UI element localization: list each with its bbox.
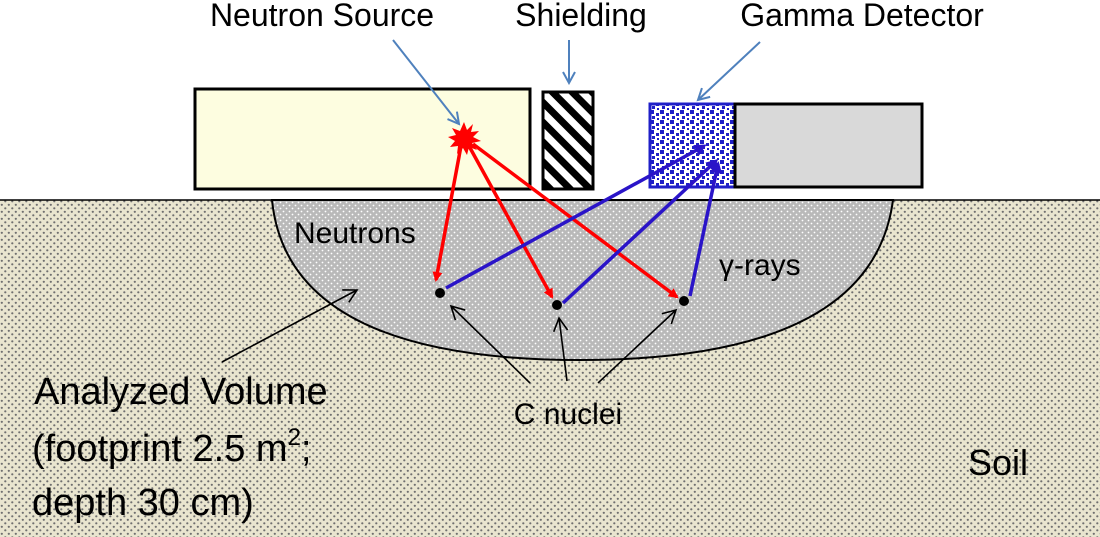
gamma-detector-label: Gamma Detector	[740, 0, 984, 33]
footprint-label-text: (footprint 2.5 m	[32, 428, 288, 470]
c-nuclei-pointer	[597, 308, 678, 384]
neutrons-label: Neutrons	[294, 217, 416, 250]
c-nuclei-label: C nuclei	[514, 398, 622, 431]
neutron-source-label: Neutron Source	[210, 0, 434, 33]
gamma-ray-arrow	[688, 161, 723, 297]
shielding-block	[541, 90, 595, 191]
neutron-path-arrow	[471, 142, 679, 299]
footprint-label-superscript: 2	[288, 424, 301, 451]
callout-arrow-detector	[698, 41, 761, 100]
neutron-path-arrow	[432, 145, 463, 282]
neutron-source-housing	[193, 87, 532, 191]
shielding-label: Shielding	[515, 0, 647, 33]
gamma-ray-arrow	[445, 144, 707, 290]
c-nuclei-pointer	[552, 316, 569, 382]
carbon-nucleus	[679, 296, 689, 306]
depth-label: depth 30 cm)	[32, 482, 254, 524]
gamma-rays-label: γ-rays	[719, 249, 801, 282]
neutron-source-icon	[448, 122, 481, 155]
carbon-nucleus	[435, 288, 445, 298]
carbon-nucleus	[552, 300, 562, 310]
neutron-path-arrow	[467, 145, 554, 299]
callout-arrow-source	[392, 39, 459, 124]
analyzed-volume-pointer	[221, 289, 359, 363]
soil-label: Soil	[968, 442, 1028, 483]
gamma-ray-arrow	[561, 158, 719, 305]
analyzed-volume	[270, 199, 895, 362]
footprint-label: (footprint 2.5 m2;	[32, 424, 311, 470]
footprint-label-suffix: ;	[301, 428, 312, 470]
analyzed-volume-label: Analyzed Volume	[34, 371, 328, 413]
gamma-detector-crystal	[648, 102, 737, 189]
c-nuclei-pointer	[449, 304, 531, 384]
gamma-detector-housing	[733, 102, 924, 189]
